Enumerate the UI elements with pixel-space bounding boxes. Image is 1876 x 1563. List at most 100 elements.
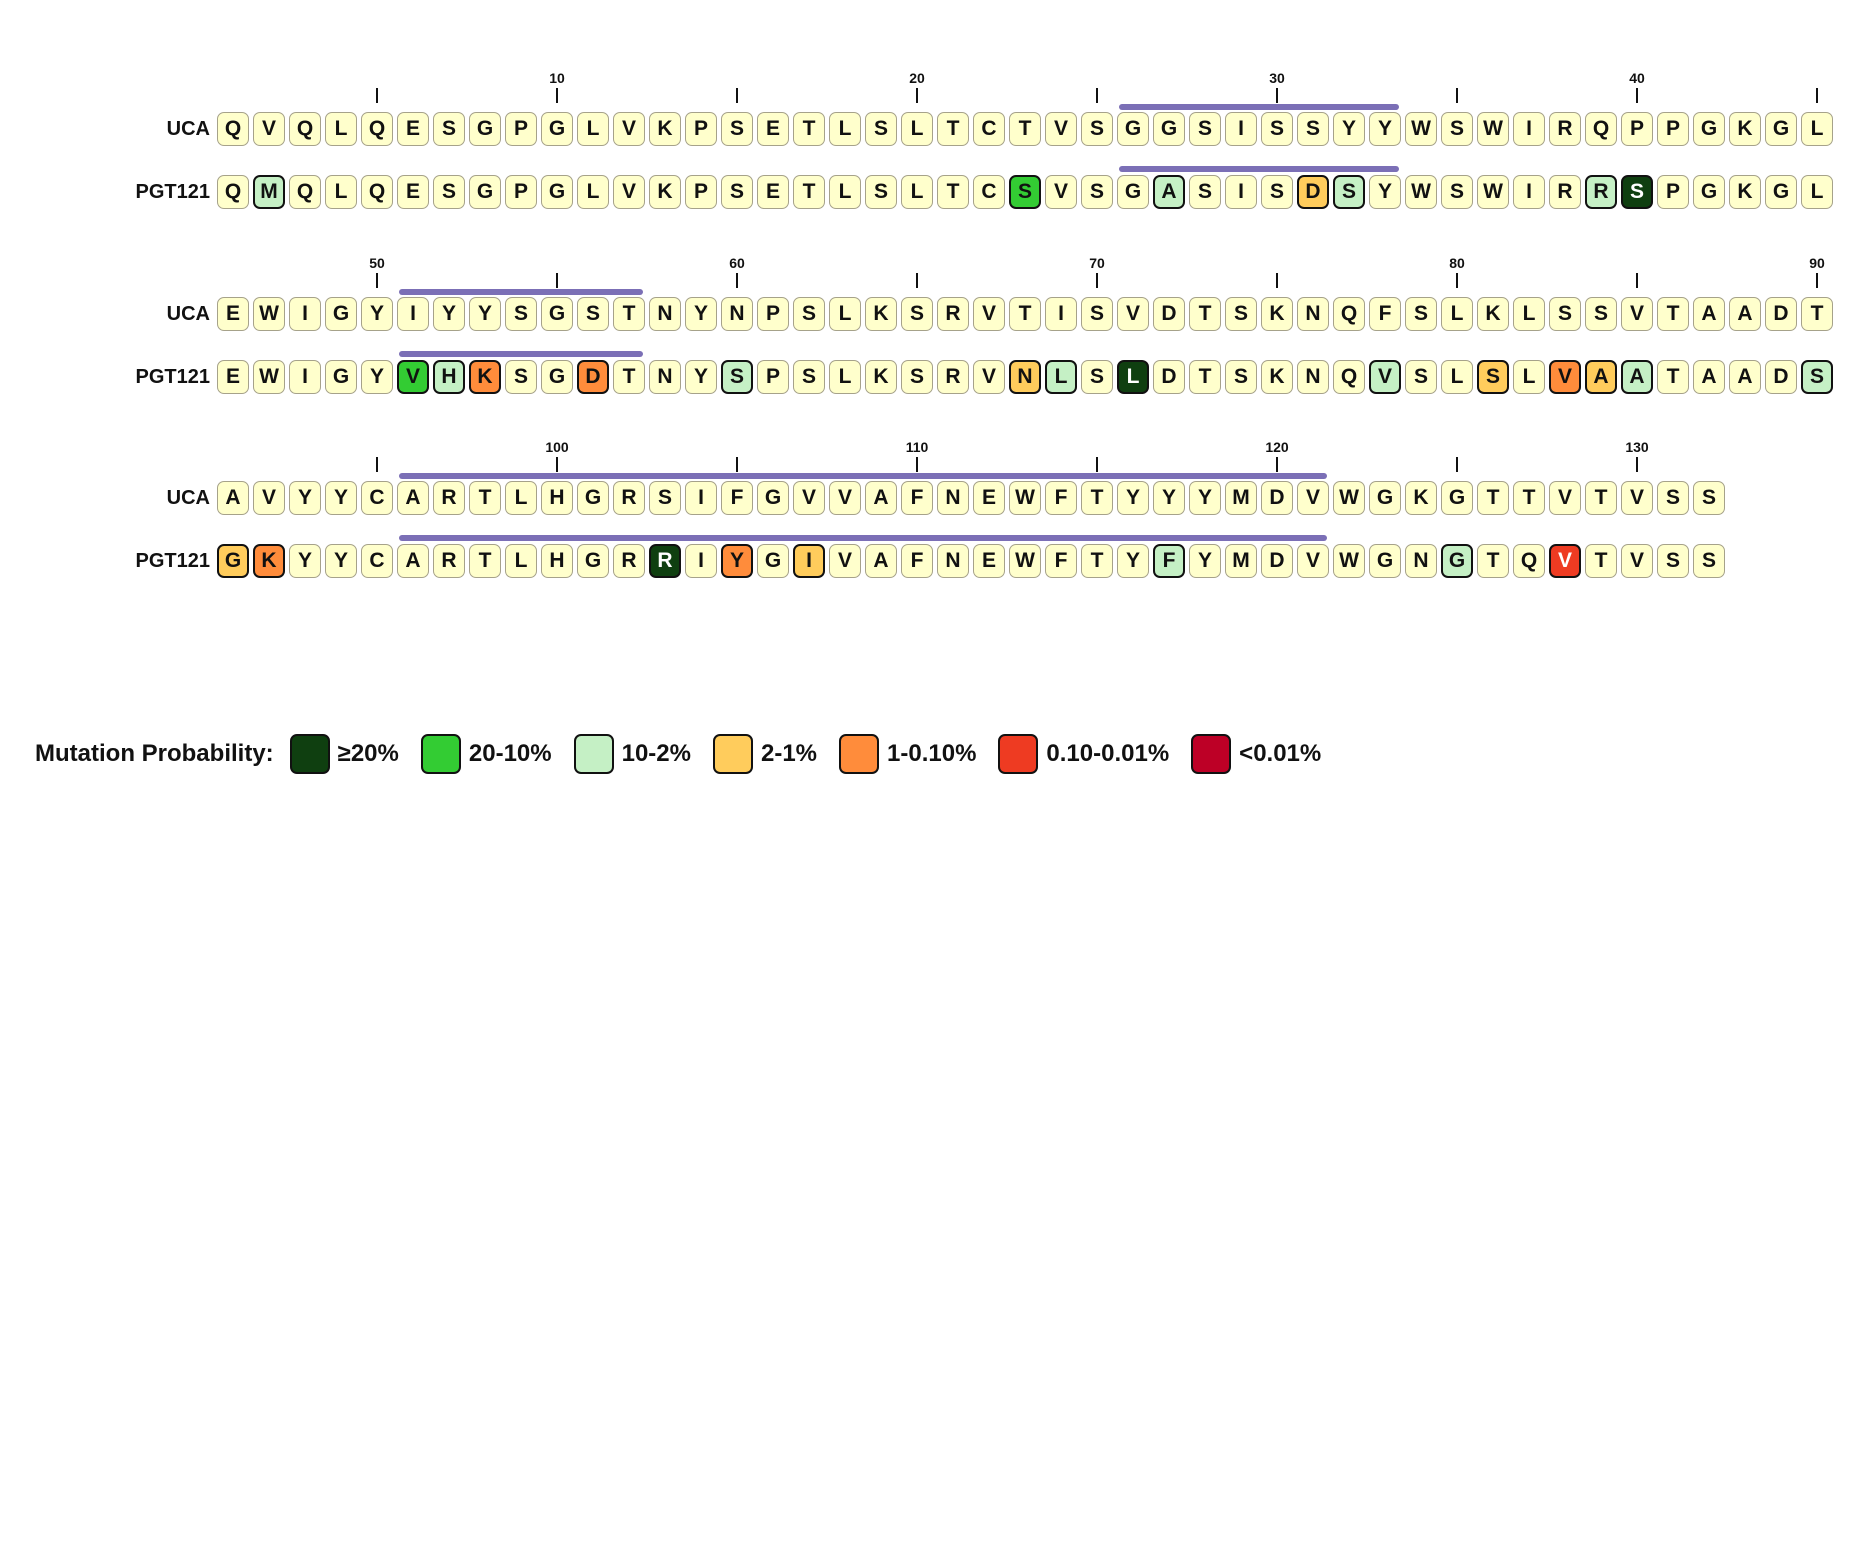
legend-swatch xyxy=(1191,734,1232,774)
pgt121-residue: T xyxy=(1189,360,1221,394)
uca-residue: Y xyxy=(1117,481,1149,515)
pgt121-residue: L xyxy=(829,175,861,209)
pgt121-residue: L xyxy=(901,175,933,209)
position-tick xyxy=(1456,273,1458,288)
uca-residue: G xyxy=(325,297,357,331)
uca-residue: A xyxy=(217,481,249,515)
pgt121-residue: I xyxy=(289,360,321,394)
uca-residue: L xyxy=(829,297,861,331)
uca-residue: R xyxy=(433,481,465,515)
legend-swatch xyxy=(998,734,1039,774)
pgt121-residue: Y xyxy=(361,360,393,394)
pgt121-residue: S xyxy=(1225,360,1257,394)
position-tick xyxy=(916,88,918,103)
pgt121-residue: Q xyxy=(217,175,249,209)
uca-residue: C xyxy=(973,112,1005,146)
pgt121-residue: S xyxy=(1081,360,1113,394)
uca-residue: P xyxy=(757,297,789,331)
uca-residue: T xyxy=(1585,481,1617,515)
uca-residue: L xyxy=(1801,112,1833,146)
pgt121-residue: A xyxy=(1729,360,1761,394)
position-tick xyxy=(1816,273,1818,288)
uca-residue: G xyxy=(541,297,573,331)
mutated-residue: V xyxy=(397,360,429,394)
uca-residue: W xyxy=(1009,481,1041,515)
position-label: 20 xyxy=(909,70,925,86)
uca-residue: L xyxy=(325,112,357,146)
uca-residue: T xyxy=(1009,112,1041,146)
mutated-residue: S xyxy=(1009,175,1041,209)
mutated-residue: K xyxy=(469,360,501,394)
uca-residue: L xyxy=(829,112,861,146)
mutated-residue: F xyxy=(1153,544,1185,578)
uca-residue: Y xyxy=(361,297,393,331)
pgt121-residue: P xyxy=(1657,175,1689,209)
uca-residue: G xyxy=(541,112,573,146)
pgt121-residue: G xyxy=(325,360,357,394)
pgt121-residue: G xyxy=(1693,175,1725,209)
pgt121-residue: L xyxy=(577,175,609,209)
cdr-bar xyxy=(1119,166,1399,172)
uca-residue: G xyxy=(1369,481,1401,515)
uca-residue: Y xyxy=(289,481,321,515)
uca-residue: D xyxy=(1765,297,1797,331)
uca-residue: F xyxy=(721,481,753,515)
mutated-residue: V xyxy=(1549,544,1581,578)
uca-residue: I xyxy=(289,297,321,331)
pgt121-residue: K xyxy=(1729,175,1761,209)
pgt121-residue: I xyxy=(685,544,717,578)
uca-residue: Y xyxy=(685,297,717,331)
uca-residue: S xyxy=(1081,297,1113,331)
uca-residue: S xyxy=(577,297,609,331)
uca-residue: R xyxy=(1549,112,1581,146)
uca-residue: A xyxy=(397,481,429,515)
uca-residue: P xyxy=(1657,112,1689,146)
position-label: 90 xyxy=(1809,255,1825,271)
mature-sequence-label: PGT121 xyxy=(135,550,210,572)
pgt121-residue: S xyxy=(865,175,897,209)
uca-residue: T xyxy=(1477,481,1509,515)
uca-residue: I xyxy=(1225,112,1257,146)
pgt121-residue: G xyxy=(1369,544,1401,578)
mutated-residue: N xyxy=(1009,360,1041,394)
uca-residue: T xyxy=(793,112,825,146)
uca-residue: V xyxy=(1297,481,1329,515)
uca-residue: C xyxy=(361,481,393,515)
uca-residue: T xyxy=(1189,297,1221,331)
pgt121-residue: Q xyxy=(289,175,321,209)
pgt121-residue: Y xyxy=(1369,175,1401,209)
mutated-residue: G xyxy=(1441,544,1473,578)
uca-residue: K xyxy=(649,112,681,146)
uca-residue: F xyxy=(901,481,933,515)
pgt121-residue: N xyxy=(649,360,681,394)
pgt121-residue: S xyxy=(901,360,933,394)
pgt121-residue: L xyxy=(1513,360,1545,394)
position-label: 30 xyxy=(1269,70,1285,86)
position-label: 100 xyxy=(545,439,569,455)
uca-residue: G xyxy=(1117,112,1149,146)
uca-residue: W xyxy=(1477,112,1509,146)
uca-residue: S xyxy=(1549,297,1581,331)
uca-residue: V xyxy=(613,112,645,146)
uca-residue: Y xyxy=(1189,481,1221,515)
cdr-bar xyxy=(399,351,643,357)
uca-residue: H xyxy=(541,481,573,515)
position-tick xyxy=(1276,273,1278,288)
position-label: 120 xyxy=(1265,439,1289,455)
uca-residue: G xyxy=(577,481,609,515)
legend-label: 1-0.10% xyxy=(887,740,977,767)
position-tick xyxy=(376,273,378,288)
uca-residue: G xyxy=(757,481,789,515)
uca-residue: N xyxy=(649,297,681,331)
uca-residue: G xyxy=(469,112,501,146)
pgt121-residue: R xyxy=(937,360,969,394)
mutated-residue: R xyxy=(649,544,681,578)
mutated-residue: K xyxy=(253,544,285,578)
uca-residue: V xyxy=(1621,297,1653,331)
pgt121-residue: G xyxy=(469,175,501,209)
position-tick xyxy=(916,273,918,288)
uca-residue: S xyxy=(505,297,537,331)
uca-residue: V xyxy=(793,481,825,515)
position-label: 10 xyxy=(549,70,565,86)
uca-residue: A xyxy=(865,481,897,515)
